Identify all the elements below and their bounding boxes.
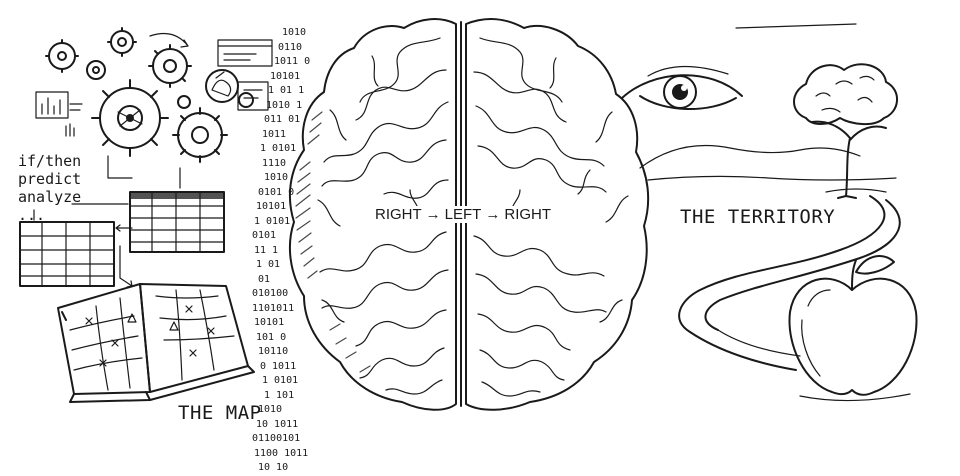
window-icon-2 — [237, 81, 269, 111]
brain-left-hemisphere — [288, 18, 457, 411]
thumbs-icon — [205, 69, 239, 103]
hemisphere-flow: RIGHT→LEFT→RIGHT — [372, 206, 555, 223]
table-icon-1 — [129, 191, 225, 253]
curved-arrow-icon — [149, 33, 189, 48]
keyword-if-then: if/then — [18, 152, 82, 170]
binary-line: 010100 — [252, 288, 289, 299]
gear-icon-small-1 — [45, 39, 79, 73]
window-icon-1 — [217, 39, 273, 67]
apple-icon — [788, 255, 918, 402]
binary-line: 1010 — [264, 172, 289, 183]
flow-step-left: LEFT — [444, 206, 482, 223]
binary-line: 1 101 — [264, 389, 295, 401]
binary-line: 1010 — [282, 27, 307, 38]
gear-icon-large — [91, 79, 169, 157]
binary-line: 1110 — [262, 157, 287, 169]
gear-icon-top-right — [148, 44, 192, 88]
eye-icon — [621, 65, 743, 111]
binary-line: 0101 — [252, 230, 277, 241]
brain-illustration — [288, 18, 650, 411]
winding-road — [678, 195, 901, 371]
binary-line: 1011 — [262, 128, 287, 140]
keyword-ellipsis: ... — [18, 206, 46, 224]
binary-line: 10101 — [270, 70, 301, 82]
gear-icon-right — [172, 107, 228, 163]
binary-line: 10110 — [258, 346, 289, 357]
map-book-icon — [57, 283, 255, 403]
flow-step-right-1: RIGHT — [375, 206, 422, 223]
binary-line: 1 01 1 — [268, 85, 305, 96]
flow-connectors — [33, 155, 181, 288]
binary-line: 1 0101 — [254, 215, 291, 227]
landscape — [639, 23, 897, 181]
gear-icon-small-4 — [177, 92, 254, 109]
keyword-predict: predict — [18, 170, 82, 188]
bar-chart-icon — [35, 91, 83, 137]
binary-line: 10 1011 — [256, 418, 299, 430]
tree-icon — [793, 63, 898, 199]
binary-line: 1011 0 — [274, 56, 311, 67]
binary-line: 01100101 — [252, 433, 301, 444]
gear-icon-small-2 — [107, 27, 137, 57]
table-icon-2 — [19, 221, 115, 287]
gears-cluster — [45, 27, 254, 163]
process-keywords: if/then predict analyze ... — [18, 152, 81, 224]
sketch-canvas — [19, 18, 918, 411]
flow-arrow-icon-2: → — [485, 206, 501, 223]
map-label: THE MAP — [178, 402, 262, 424]
binary-line: 10101 — [254, 317, 285, 328]
binary-line: 1101011 — [252, 302, 295, 314]
gear-icon-small-3 — [86, 60, 106, 80]
binary-line: 1 01 — [256, 259, 281, 270]
flow-step-right-2: RIGHT — [504, 206, 552, 223]
binary-line: 1 0101 — [260, 143, 297, 154]
binary-line: 01 — [258, 273, 271, 285]
binary-line: 011 01 — [264, 114, 301, 125]
binary-line: 1010 1 — [266, 99, 303, 111]
keyword-analyze: analyze — [18, 188, 82, 206]
binary-line: 10 10 — [258, 462, 289, 473]
territory-label: THE TERRITORY — [680, 206, 836, 228]
binary-line: 101 0 — [256, 331, 287, 343]
binary-line: 0 1011 — [260, 360, 297, 372]
binary-line: 11 1 — [254, 244, 279, 256]
binary-line: 1100 1011 — [254, 447, 309, 459]
binary-line: 1010 — [258, 404, 283, 415]
binary-line: 0101 0 — [258, 186, 295, 198]
binary-line: 10101 — [256, 201, 287, 212]
brain-right-hemisphere — [465, 18, 650, 411]
flow-arrow-icon-1: → — [425, 206, 441, 223]
binary-line: 0110 — [278, 41, 303, 53]
binary-line: 1 0101 — [262, 375, 299, 386]
